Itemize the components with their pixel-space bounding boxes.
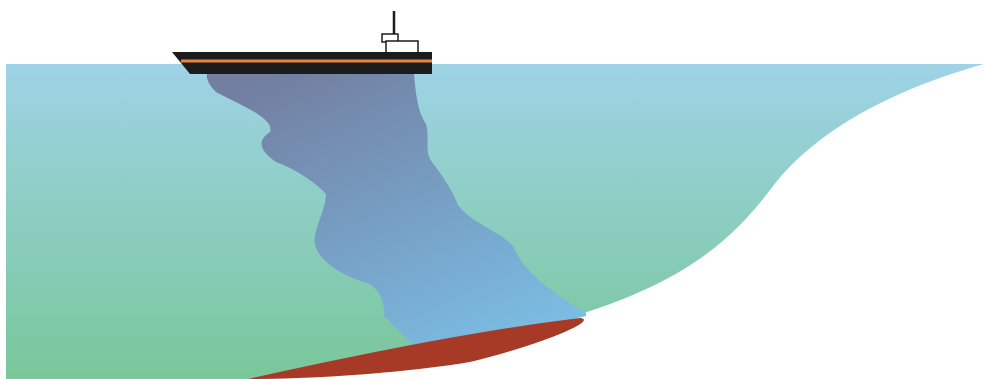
vessel-deckhouse xyxy=(386,41,418,53)
vessel-hull xyxy=(172,52,432,74)
vessel xyxy=(172,11,432,74)
